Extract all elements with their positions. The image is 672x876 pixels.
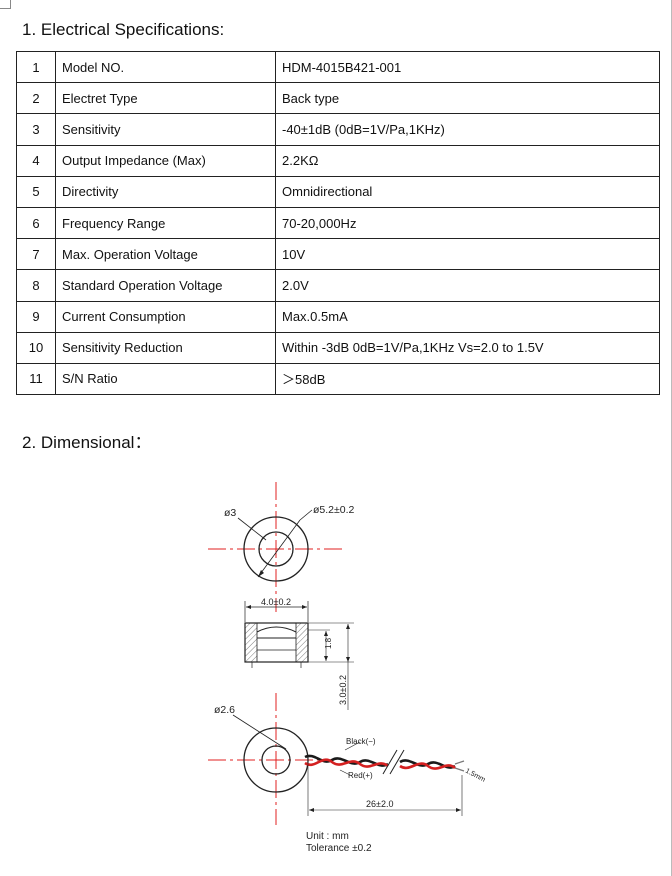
spec-value: ＞58dB bbox=[275, 362, 660, 396]
spec-value: 2.2KΩ bbox=[275, 144, 660, 177]
spec-number: 6 bbox=[16, 206, 56, 240]
spec-value: 70-20,000Hz bbox=[275, 206, 660, 240]
arrow-outer-dia bbox=[258, 570, 264, 577]
leader-red bbox=[339, 769, 353, 777]
label-strip-length: 1.5mm bbox=[464, 768, 486, 784]
wire-red-2 bbox=[399, 762, 456, 770]
spec-number: 10 bbox=[16, 331, 56, 364]
spec-item: Standard Operation Voltage bbox=[55, 269, 276, 302]
bottom-view: ø2.6 Black(−) Red(+) 1.5mm 26±2.0 Unit :… bbox=[208, 693, 486, 854]
dimensional-drawing: ø3 ø5.2±0.2 4.0±0.2 1.8 3.0±0.2 bbox=[208, 482, 486, 854]
membrane-top bbox=[256, 626, 297, 633]
section-title-dimensional: 2. Dimensional： bbox=[22, 433, 152, 452]
spec-item: Sensitivity Reduction bbox=[55, 331, 276, 364]
stripped-end-1 bbox=[454, 760, 465, 765]
wire-red-1 bbox=[304, 758, 389, 768]
wire-black-2 bbox=[399, 759, 456, 769]
section-title-electrical: 1. Electrical Specifications: bbox=[22, 20, 225, 39]
spec-item: Model NO. bbox=[55, 50, 276, 84]
page-corner-mark bbox=[0, 0, 11, 9]
spec-number: 8 bbox=[16, 269, 56, 302]
arrow-wl-left bbox=[309, 808, 314, 812]
label-wire-red: Red(+) bbox=[348, 771, 373, 780]
spec-item: Output Impedance (Max) bbox=[55, 144, 276, 177]
spec-item: Max. Operation Voltage bbox=[55, 238, 276, 271]
spec-value: HDM-4015B421-001 bbox=[275, 50, 660, 84]
break-mark-1 bbox=[382, 749, 398, 775]
label-height: 3.0±0.2 bbox=[338, 675, 348, 705]
wall-left bbox=[244, 622, 258, 663]
spec-value: 10V bbox=[275, 238, 660, 271]
tolerance-note: Tolerance ±0.2 bbox=[306, 843, 372, 854]
spec-value: Omnidirectional bbox=[275, 175, 660, 208]
break-mark-2 bbox=[389, 749, 405, 775]
spec-value: Back type bbox=[275, 82, 660, 115]
spec-number: 3 bbox=[16, 113, 56, 146]
spec-item: S/N Ratio bbox=[55, 362, 276, 396]
spec-number: 4 bbox=[16, 144, 56, 177]
label-wire-length: 26±2.0 bbox=[366, 799, 393, 809]
leader-hole-dia bbox=[232, 714, 287, 750]
spec-item: Sensitivity bbox=[55, 113, 276, 146]
arrow-wl-right bbox=[456, 808, 461, 812]
spec-item: Current Consumption bbox=[55, 300, 276, 333]
spec-number: 7 bbox=[16, 238, 56, 271]
spec-item: Directivity bbox=[55, 175, 276, 208]
leader-outer-dia bbox=[299, 509, 313, 521]
spec-value: Max.0.5mA bbox=[275, 300, 660, 333]
spec-number: 2 bbox=[16, 82, 56, 115]
wire-black-1 bbox=[304, 754, 389, 767]
spec-value: Within -3dB 0dB=1V/Pa,1KHz Vs=2.0 to 1.5… bbox=[275, 331, 660, 364]
top-view: ø3 ø5.2±0.2 bbox=[208, 482, 355, 612]
label-outer-diameter: ø5.2±0.2 bbox=[313, 504, 355, 516]
spec-item: Electret Type bbox=[55, 82, 276, 115]
arrow-h-top bbox=[346, 624, 350, 629]
label-width: 4.0±0.2 bbox=[261, 597, 291, 607]
arrow-ih-top bbox=[324, 631, 328, 636]
spec-number: 11 bbox=[16, 362, 56, 396]
arrow-ih-bottom bbox=[324, 656, 328, 661]
inner-circle-top bbox=[258, 531, 294, 567]
wall-right bbox=[295, 622, 309, 663]
spec-number: 1 bbox=[16, 50, 56, 84]
spec-item: Frequency Range bbox=[55, 206, 276, 240]
arrow-width-left bbox=[246, 605, 251, 609]
spec-number: 9 bbox=[16, 300, 56, 333]
label-hole-diameter: ø2.6 bbox=[214, 704, 235, 716]
stripped-end-2 bbox=[454, 767, 465, 772]
leader-inner-dia bbox=[237, 517, 267, 541]
hole-circle-bottom bbox=[261, 745, 291, 775]
unit-note: Unit : mm bbox=[306, 831, 349, 842]
spec-value: -40±1dB (0dB=1V/Pa,1KHz) bbox=[275, 113, 660, 146]
arrow-h-bottom bbox=[346, 657, 350, 662]
label-wire-black: Black(−) bbox=[346, 737, 376, 746]
leader-black bbox=[344, 741, 361, 751]
arrow-width-right bbox=[302, 605, 307, 609]
label-inner-diameter: ø3 bbox=[224, 507, 236, 519]
side-view: 4.0±0.2 1.8 3.0±0.2 bbox=[244, 597, 354, 710]
spec-value: 2.0V bbox=[275, 269, 660, 302]
dim-line-outer-dia bbox=[257, 519, 301, 578]
spec-number: 5 bbox=[16, 175, 56, 208]
label-inner-height: 1.8 bbox=[324, 637, 333, 649]
outer-circle-top bbox=[243, 516, 309, 582]
